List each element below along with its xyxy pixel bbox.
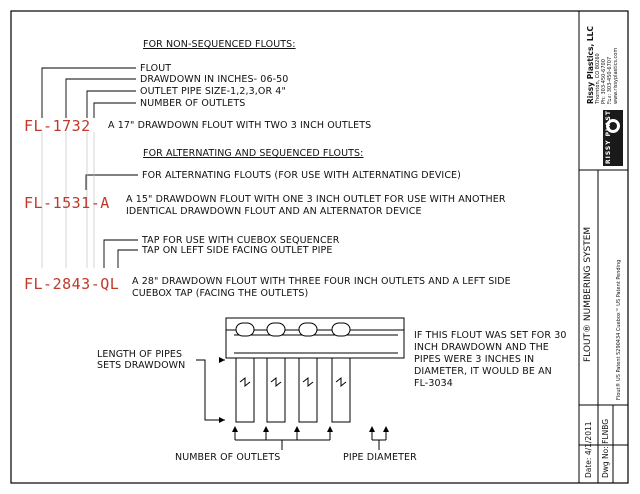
ql-note-2: TAP ON LEFT SIDE FACING OUTLET PIPE xyxy=(142,245,333,256)
outlet-pipe xyxy=(266,357,286,423)
patent-note: Flout® US Patent 5290434 Cuebox™ US Pate… xyxy=(616,259,622,400)
legend-flout: FLOUT xyxy=(140,63,172,74)
drawing-title: FLOUT® NUMBERING SYSTEM xyxy=(583,226,593,362)
legend-outlets: NUMBER OF OUTLETS xyxy=(140,98,246,109)
logo-text: RISSY PLASTICS xyxy=(605,95,612,164)
pipes xyxy=(235,322,351,423)
ql-note-1: TAP FOR USE WITH CUEBOX SEQUENCER xyxy=(142,235,340,246)
legend-pipe-size: OUTLET PIPE SIZE-1,2,3,OR 4" xyxy=(140,86,286,97)
break-symbol xyxy=(270,376,282,388)
annotation-arrows xyxy=(196,359,387,450)
length-label-line1: LENGTH OF PIPES xyxy=(97,349,183,360)
desc-fl-1531-a-line1: A 15" DRAWDOWN FLOUT WITH ONE 3 INCH OUT… xyxy=(126,194,506,205)
outlet-cap xyxy=(266,322,286,337)
break-symbol xyxy=(335,376,347,388)
company-name: Rissy Plastics, LLC xyxy=(586,26,595,104)
legend-drawdown: DRAWDOWN IN INCHES- 06-50 xyxy=(140,74,289,85)
outlet-pipe xyxy=(298,357,318,423)
title-block-border xyxy=(578,10,629,484)
outlet-pipe xyxy=(235,357,255,423)
example-line4: DIAMETER, IT WOULD BE AN xyxy=(414,366,552,377)
example-line3: PIPES WERE 3 INCHES IN xyxy=(414,354,535,365)
guide-lines xyxy=(41,132,95,268)
flout-drawing xyxy=(225,317,405,359)
desc-fl-2843-ql-line2: CUEBOX TAP (FACING THE OUTLETS) xyxy=(132,288,309,299)
outlets-label: NUMBER OF OUTLETS xyxy=(175,452,281,463)
desc-fl-1531-a-line2: IDENTICAL DRAWDOWN FLOUT AND AN ALTERNAT… xyxy=(126,206,422,217)
diameter-label: PIPE DIAMETER xyxy=(343,452,417,463)
alt-note: FOR ALTERNATING FLOUTS (FOR USE WITH ALT… xyxy=(142,170,461,181)
outlet-pipe xyxy=(331,357,351,423)
break-symbol xyxy=(302,376,314,388)
desc-fl-1732: A 17" DRAWDOWN FLOUT WITH TWO 3 INCH OUT… xyxy=(108,120,372,131)
nonseq-heading: FOR NON-SEQUENCED FLOUTS: xyxy=(143,39,296,50)
code-fl-1531-a: FL-1531-A xyxy=(24,194,110,212)
alt-heading: FOR ALTERNATING AND SEQUENCED FLOUTS: xyxy=(143,148,364,159)
example-line2: INCH DRAWDOWN AND THE xyxy=(414,342,549,353)
outlet-cap xyxy=(298,322,318,337)
drawing-number: Dwg No: FLNBG xyxy=(601,418,610,478)
code-fl-1732: FL-1732 xyxy=(24,117,91,135)
break-symbol xyxy=(239,376,251,388)
outlet-cap xyxy=(331,322,351,337)
company-address4: www.rissyplastics.com xyxy=(613,47,619,104)
logo-mark xyxy=(609,122,617,130)
code-fl-2843-ql: FL-2843-QL xyxy=(24,275,120,293)
example-line1: IF THIS FLOUT WAS SET FOR 30 xyxy=(414,330,567,341)
drawing-date: Date: 4/1/2011 xyxy=(584,421,593,478)
example-line5: FL-3034 xyxy=(414,378,453,389)
arrow-heads xyxy=(219,357,389,432)
desc-fl-2843-ql-line1: A 28" DRAWDOWN FLOUT WITH THREE FOUR INC… xyxy=(132,276,511,287)
legend-leaders xyxy=(41,67,138,268)
length-label-line2: SETS DRAWDOWN xyxy=(97,360,186,371)
outlet-cap xyxy=(235,322,255,337)
